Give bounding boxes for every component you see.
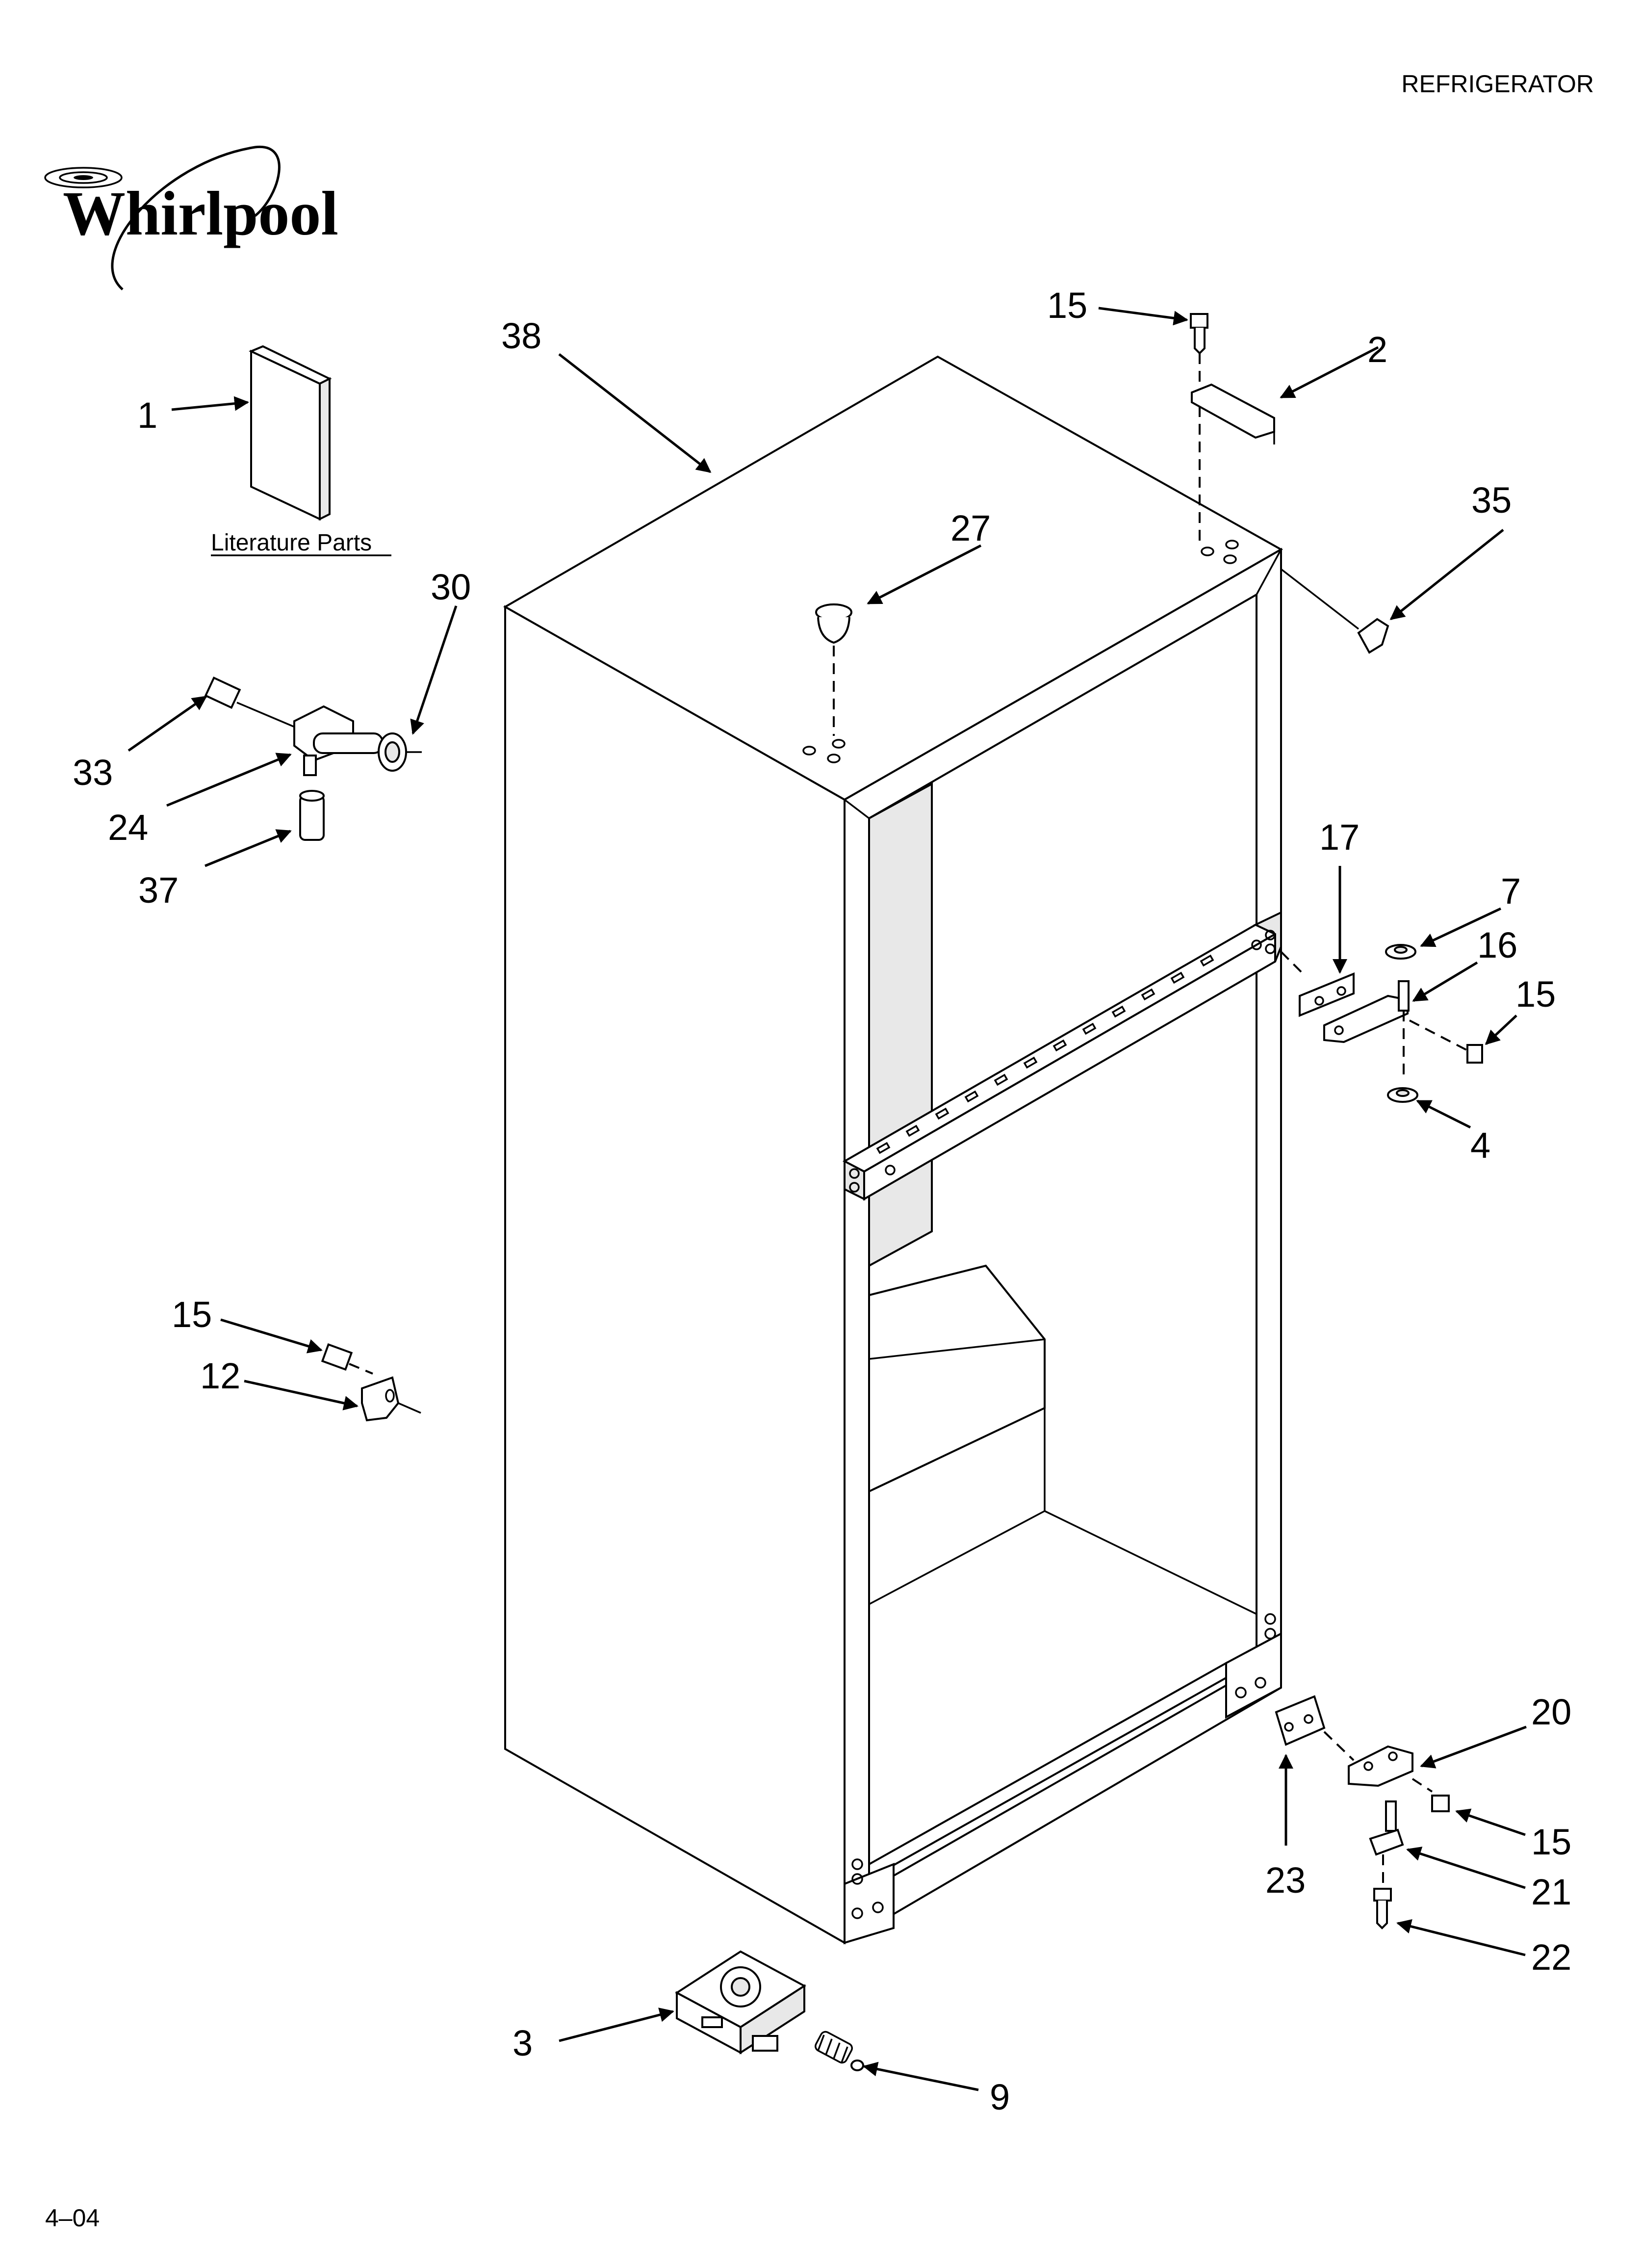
callout-17: 17 [1319, 817, 1360, 858]
callout-15-top: 15 [1047, 285, 1087, 326]
top-hinge-assembly: 15 2 [1047, 285, 1387, 544]
literature-parts-caption: Literature Parts [211, 530, 372, 556]
middle-hinge-assembly: 17 7 16 15 4 [1280, 817, 1556, 1166]
callout-22: 22 [1531, 1937, 1571, 1978]
callout-38: 38 [501, 315, 541, 356]
callout-20: 20 [1531, 1692, 1571, 1732]
callout-23: 23 [1265, 1860, 1306, 1901]
category-title: REFRIGERATOR [1401, 70, 1594, 98]
literature-parts-booklet: 1 Literature Parts [137, 345, 391, 556]
callout-3: 3 [513, 2023, 533, 2063]
callout-15-left: 15 [172, 1294, 212, 1335]
callout-24: 24 [108, 807, 148, 848]
part-35-hinge-cap: 35 [1280, 480, 1512, 654]
callout-4: 4 [1470, 1125, 1490, 1166]
callout-27: 27 [950, 508, 991, 548]
callout-15-middle: 15 [1515, 974, 1556, 1015]
whirlpool-logo: Whirlpool [44, 145, 338, 290]
callout-9: 9 [990, 2077, 1010, 2117]
callout-15-bottom: 15 [1531, 1822, 1571, 1862]
callout-35: 35 [1471, 480, 1512, 521]
callout-37: 37 [138, 870, 179, 911]
roller-assembly: 3 9 [513, 1950, 1010, 2117]
refrigerator-cabinet: 38 [501, 315, 1283, 1945]
callout-7: 7 [1501, 871, 1521, 912]
callout-16: 16 [1477, 925, 1517, 965]
part-27-plug: 27 [815, 508, 991, 736]
callout-2: 2 [1367, 329, 1387, 370]
callout-33: 33 [73, 752, 113, 793]
callout-21: 21 [1531, 1872, 1571, 1912]
brand-logo-text: Whirlpool [63, 179, 338, 248]
callout-1: 1 [137, 395, 157, 436]
callout-30: 30 [431, 567, 471, 607]
bottom-hinge-assembly: 23 20 15 21 22 [1265, 1692, 1571, 1978]
left-side-bracket: 15 12 [172, 1294, 421, 1422]
date-code: 4–04 [45, 2204, 100, 2232]
left-hinge-parts: 30 33 24 37 [73, 567, 471, 911]
callout-12: 12 [200, 1356, 240, 1396]
